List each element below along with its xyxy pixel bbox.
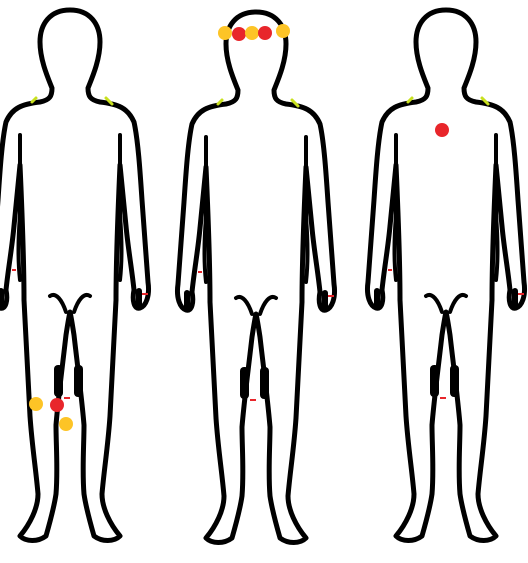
figure-middle-yellow-marker bbox=[218, 26, 232, 40]
figure-left bbox=[0, 10, 149, 541]
figure-middle bbox=[177, 12, 334, 543]
figure-left-yellow-marker bbox=[59, 417, 73, 431]
figure-left-yellow-marker bbox=[29, 397, 43, 411]
figure-middle-red-marker bbox=[232, 27, 246, 41]
figure-middle-red-marker bbox=[258, 26, 272, 40]
figure-right-red-marker bbox=[435, 123, 449, 137]
figure-right bbox=[367, 10, 524, 541]
figure-left-red-marker bbox=[50, 398, 64, 412]
figure-middle-yellow-marker bbox=[245, 26, 259, 40]
figure-middle-yellow-marker bbox=[276, 24, 290, 38]
